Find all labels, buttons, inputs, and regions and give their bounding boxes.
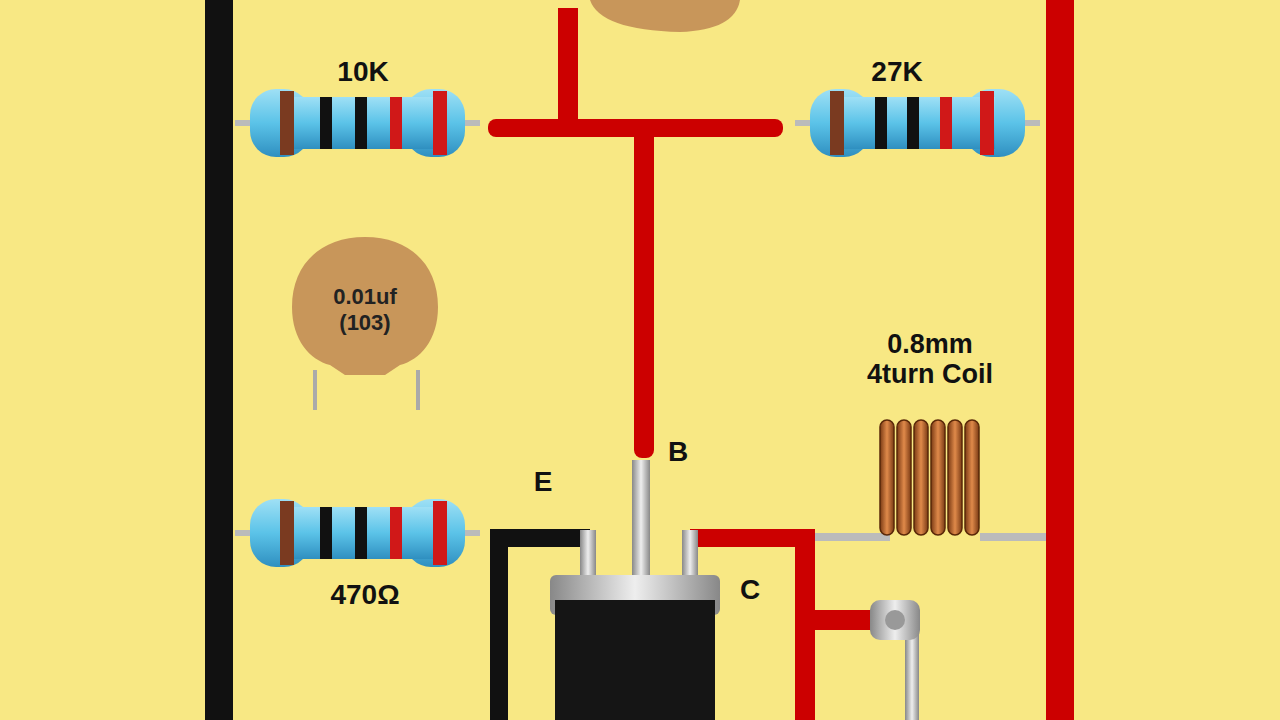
resistor-symbol bbox=[235, 499, 480, 567]
capacitor-leg bbox=[315, 370, 418, 410]
coil-spec: 0.8mm 4turn Coil bbox=[850, 330, 1010, 389]
resistor-value: 27K bbox=[871, 57, 922, 88]
supply-rail bbox=[1046, 0, 1074, 720]
pin-label: C bbox=[740, 575, 760, 606]
ground-rail bbox=[205, 0, 233, 720]
capacitor-body: 0.01uf (103) bbox=[290, 235, 440, 385]
pin-label: E bbox=[534, 467, 553, 498]
pin-label: B bbox=[668, 437, 688, 468]
capacitor-body bbox=[590, 0, 740, 32]
resistor-value: 470Ω bbox=[330, 580, 399, 611]
coil-lead bbox=[815, 533, 890, 541]
coil-lead bbox=[980, 533, 1046, 541]
wire bbox=[488, 8, 880, 720]
trimmer-symbol bbox=[870, 600, 920, 720]
resistor-symbol bbox=[235, 89, 480, 157]
capacitor-value: 0.01uf (103) bbox=[315, 284, 415, 336]
transistor-symbol bbox=[550, 460, 720, 720]
resistor-value: 10K bbox=[337, 57, 388, 88]
coil-symbol bbox=[880, 420, 979, 535]
resistor-symbol bbox=[795, 89, 1040, 157]
